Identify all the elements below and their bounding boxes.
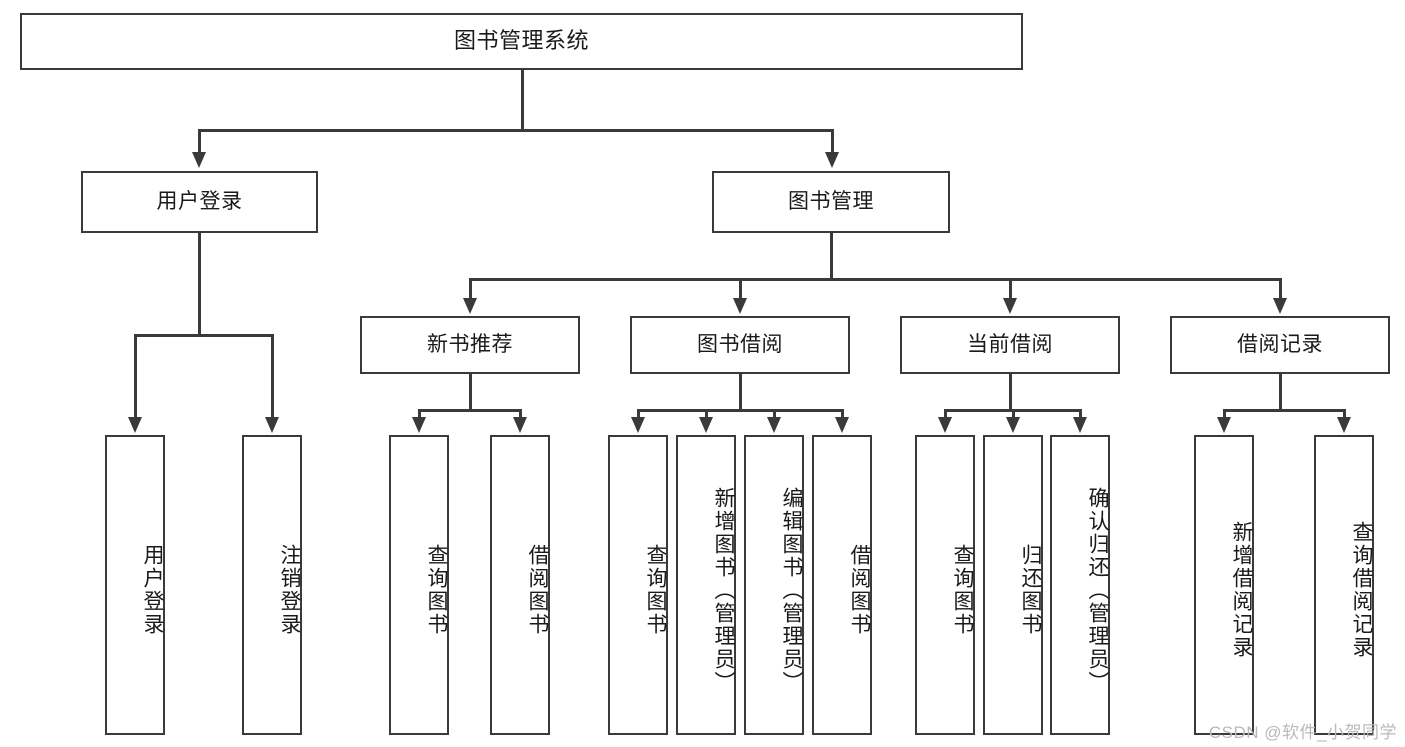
leaf-current-borrow-confirm-return[interactable]: 确认归还（管理员） [1050, 435, 1110, 735]
arrow-book-borrow-leaf2 [699, 417, 713, 433]
connector-to-user-login [198, 129, 201, 156]
leaf-user-login-login[interactable]: 用户登录 [105, 435, 165, 735]
connector-book-borrow-leaf3 [773, 409, 776, 420]
connector-borrow-record-bus [1223, 409, 1345, 412]
node-label: 用户登录 [141, 544, 164, 636]
connector-borrow-record-trunk [1279, 374, 1282, 411]
connector-new-book-leaf2 [519, 409, 522, 420]
connector-user-login-leaf1 [134, 334, 137, 420]
arrow-book-borrow-leaf4 [835, 417, 849, 433]
node-label: 确认归还（管理员） [1086, 486, 1109, 694]
connector-level2-bus [198, 129, 834, 132]
arrow-borrow-record-leaf2 [1337, 417, 1351, 433]
leaf-new-book-borrow[interactable]: 借阅图书 [490, 435, 550, 735]
arrow-current-borrow-leaf3 [1073, 417, 1087, 433]
node-label: 图书管理系统 [453, 28, 589, 54]
connector-new-book-leaf1 [418, 409, 421, 420]
connector-book-borrow-trunk [739, 374, 742, 411]
leaf-book-borrow-borrow[interactable]: 借阅图书 [812, 435, 872, 735]
connector-current-borrow-trunk [1009, 374, 1012, 411]
leaf-user-login-logout[interactable]: 注销登录 [242, 435, 302, 735]
connector-borrow-record-leaf2 [1343, 409, 1346, 420]
node-book-management[interactable]: 图书管理 [712, 171, 950, 233]
node-label: 图书借阅 [697, 333, 783, 357]
connector-new-book-bus [418, 409, 521, 412]
connector-to-book-borrow [739, 278, 742, 302]
arrow-book-borrow-leaf3 [767, 417, 781, 433]
node-current-borrow[interactable]: 当前借阅 [900, 316, 1120, 374]
arrow-book-borrow-leaf1 [631, 417, 645, 433]
connector-to-new-book [469, 278, 472, 302]
connector-user-login-trunk [198, 233, 201, 336]
node-label: 查询图书 [644, 544, 667, 636]
connector-user-login-leaf2 [271, 334, 274, 420]
node-label: 归还图书 [1019, 544, 1042, 636]
arrow-to-borrow-record [1273, 298, 1287, 314]
node-label: 借阅记录 [1237, 333, 1323, 357]
connector-borrow-record-leaf1 [1223, 409, 1226, 420]
node-label: 借阅图书 [848, 544, 871, 636]
connector-root-trunk [521, 70, 524, 131]
node-borrow-record[interactable]: 借阅记录 [1170, 316, 1390, 374]
connector-book-borrow-leaf2 [705, 409, 708, 420]
leaf-borrow-record-query[interactable]: 查询借阅记录 [1314, 435, 1374, 735]
arrow-current-borrow-leaf1 [938, 417, 952, 433]
connector-user-login-bus [134, 334, 273, 337]
node-user-login[interactable]: 用户登录 [81, 171, 318, 233]
connector-current-borrow-leaf3 [1079, 409, 1082, 420]
node-label: 查询借阅记录 [1350, 521, 1373, 659]
arrow-to-user-login [192, 152, 206, 168]
leaf-book-borrow-edit[interactable]: 编辑图书（管理员） [744, 435, 804, 735]
arrow-borrow-record-leaf1 [1217, 417, 1231, 433]
arrow-user-login-leaf1 [128, 417, 142, 433]
leaf-borrow-record-add[interactable]: 新增借阅记录 [1194, 435, 1254, 735]
connector-to-book-management [831, 129, 834, 156]
node-label: 编辑图书（管理员） [780, 486, 803, 694]
connector-book-borrow-leaf4 [841, 409, 844, 420]
connector-level3-bus [469, 278, 1281, 281]
connector-to-borrow-record [1279, 278, 1282, 302]
connector-book-borrow-bus [637, 409, 843, 412]
node-label: 用户登录 [156, 190, 243, 214]
arrow-current-borrow-leaf2 [1006, 417, 1020, 433]
node-label: 查询图书 [951, 544, 974, 636]
leaf-new-book-query[interactable]: 查询图书 [389, 435, 449, 735]
node-new-book-recommend[interactable]: 新书推荐 [360, 316, 580, 374]
arrow-to-new-book [463, 298, 477, 314]
node-label: 新增借阅记录 [1230, 521, 1253, 659]
arrow-new-book-leaf2 [513, 417, 527, 433]
arrow-user-login-leaf2 [265, 417, 279, 433]
connector-book-borrow-leaf1 [637, 409, 640, 420]
connector-book-management-trunk [830, 233, 833, 280]
arrow-to-current-borrow [1003, 298, 1017, 314]
arrow-to-book-borrow [733, 298, 747, 314]
node-label: 注销登录 [278, 544, 301, 636]
node-label: 当前借阅 [967, 333, 1053, 357]
node-label: 图书管理 [788, 190, 874, 214]
leaf-current-borrow-return[interactable]: 归还图书 [983, 435, 1043, 735]
node-label: 新书推荐 [427, 333, 513, 357]
arrow-to-book-management [825, 152, 839, 168]
arrow-new-book-leaf1 [412, 417, 426, 433]
connector-to-current-borrow [1009, 278, 1012, 302]
node-root-book-management-system[interactable]: 图书管理系统 [20, 13, 1023, 70]
connector-current-borrow-leaf2 [1012, 409, 1015, 420]
node-book-borrow[interactable]: 图书借阅 [630, 316, 850, 374]
leaf-current-borrow-query[interactable]: 查询图书 [915, 435, 975, 735]
leaf-book-borrow-query[interactable]: 查询图书 [608, 435, 668, 735]
node-label: 查询图书 [425, 544, 448, 636]
connector-new-book-trunk [469, 374, 472, 411]
csdn-watermark: CSDN @软件_小贺同学 [1208, 723, 1397, 742]
node-label: 借阅图书 [526, 544, 549, 636]
leaf-book-borrow-add[interactable]: 新增图书（管理员） [676, 435, 736, 735]
node-label: 新增图书（管理员） [712, 486, 735, 694]
connector-current-borrow-leaf1 [944, 409, 947, 420]
